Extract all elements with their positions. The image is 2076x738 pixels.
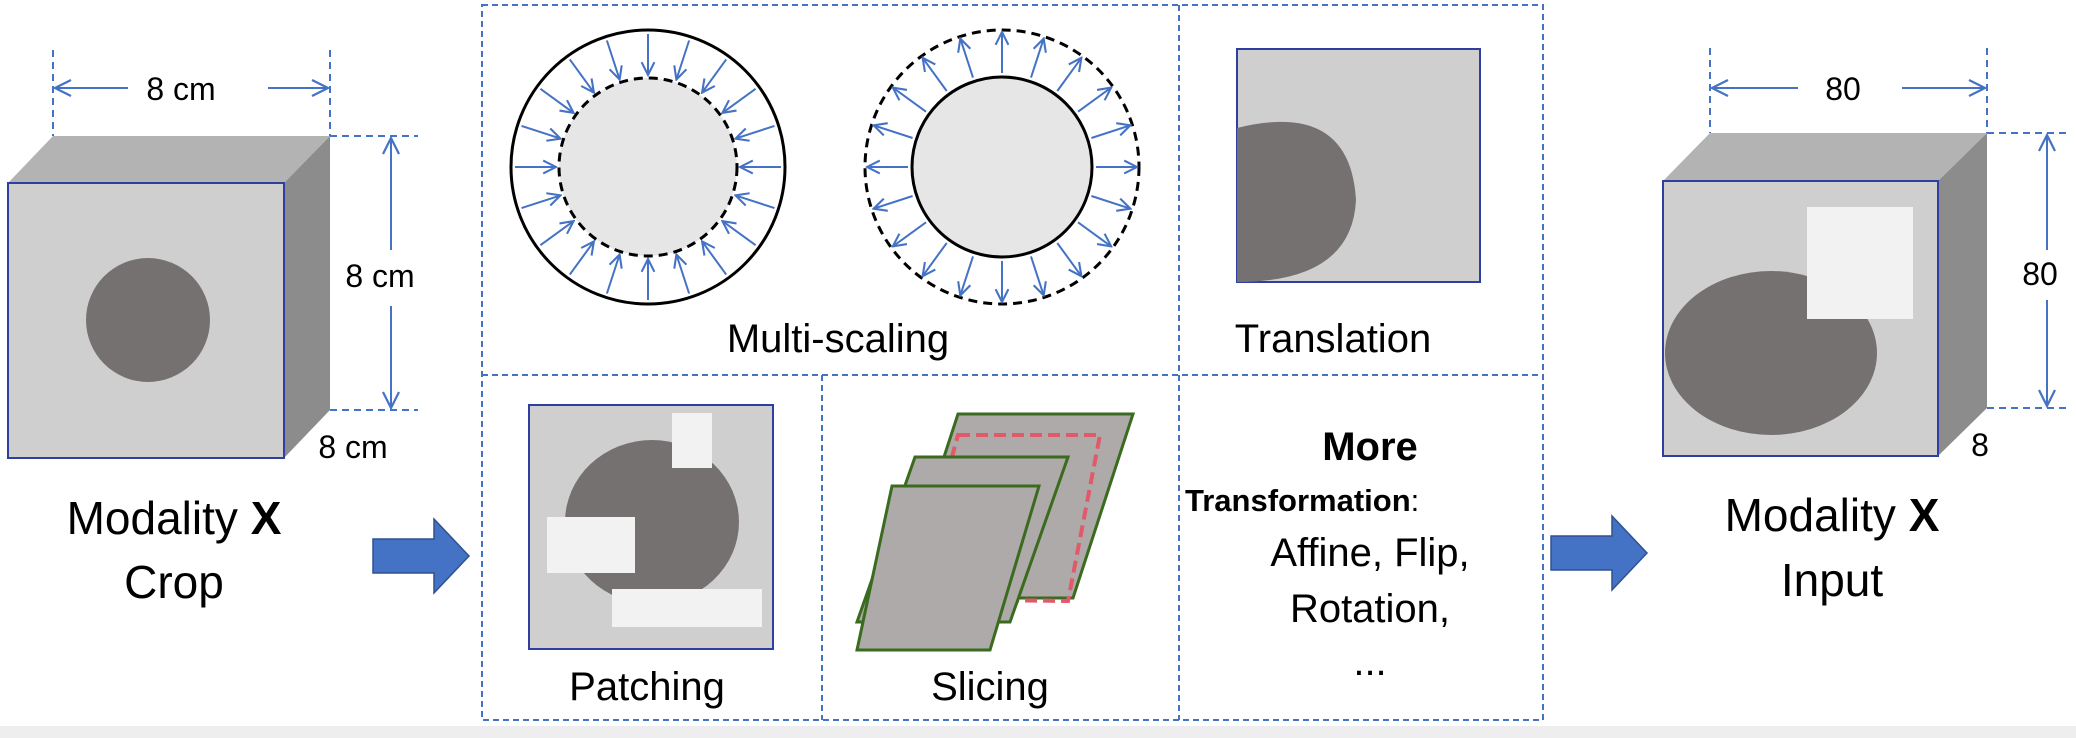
patch-left — [547, 517, 635, 573]
slice-front — [855, 484, 1042, 652]
left-cube-top-face — [8, 136, 330, 183]
shrink-arrow-icon — [736, 124, 775, 139]
more-line2: Rotation, — [1290, 587, 1450, 631]
shrink-arrow-icon — [539, 87, 573, 113]
expand-arrow-icon — [893, 88, 927, 113]
block-arrow-right-icon — [1550, 514, 1649, 592]
multiscaling-label: Multi-scaling — [727, 317, 949, 361]
left-cube-group: 8 cm 8 cm 8 cm Modality X Crop — [7, 50, 418, 608]
shrink-arrow-icon — [722, 221, 757, 247]
left-dim-height-label: 8 cm — [345, 258, 414, 294]
shrink-arrow-icon — [676, 40, 691, 80]
slicing-label: Slicing — [931, 665, 1049, 709]
expand-arrow-icon — [1077, 88, 1111, 113]
shrink-arrow-icon — [702, 241, 728, 276]
translation-illustration — [1236, 48, 1481, 283]
panels-outer-border — [481, 4, 1544, 721]
right-dim-width-label: 80 — [1825, 71, 1861, 107]
patch-top — [672, 413, 712, 468]
left-cube-label-line1: Modality X — [67, 492, 282, 544]
expand-arrow-icon — [923, 242, 948, 276]
shrink-arrow-icon — [676, 255, 691, 294]
expand-arrow-icon — [1056, 58, 1081, 92]
expand-arrow-icon — [1056, 242, 1081, 276]
more-line1: Affine, Flip, — [1270, 531, 1469, 575]
expand-arrow-icon — [1077, 221, 1111, 246]
patching-label: Patching — [569, 665, 725, 709]
left-cube-label-line2: Crop — [124, 556, 224, 608]
shrink-arrow-icon — [702, 58, 728, 92]
right-cube-patch — [1807, 207, 1913, 319]
left-cube-lesion — [86, 258, 210, 382]
expand-arrow-icon — [1091, 195, 1130, 209]
multiscale-expand-circle — [863, 28, 1141, 306]
right-cube-top-face — [1663, 133, 1987, 181]
left-dim-width-label: 8 cm — [146, 71, 215, 107]
expand-arrow-icon — [1030, 256, 1044, 295]
expand-arrow-icon — [874, 195, 913, 209]
slicing-illustration — [854, 412, 1136, 652]
left-dim-depth-label: 8 cm — [318, 429, 387, 465]
patching-illustration — [528, 404, 774, 650]
translation-label: Translation — [1235, 317, 1431, 361]
multiscale-expand-inner — [910, 75, 1094, 259]
multiscale-shrink-arrows — [515, 34, 781, 300]
right-cube-group: 80 80 8 Modality X Input — [1662, 48, 2068, 606]
shrink-arrow-icon — [568, 58, 594, 92]
shrink-arrow-icon — [521, 195, 561, 210]
expand-arrow-icon — [923, 58, 948, 92]
translation-lesion — [1237, 121, 1356, 282]
right-dim-height-label: 80 — [2022, 256, 2058, 292]
multiscale-shrink-inner — [557, 76, 739, 258]
expand-arrow-icon — [1030, 39, 1044, 78]
right-cube-label-line1: Modality X — [1725, 489, 1940, 541]
shrink-arrow-icon — [736, 195, 775, 210]
right-cube-side-face — [1938, 133, 1987, 456]
multiscale-shrink-circle — [509, 28, 787, 306]
expand-arrow-icon — [893, 221, 927, 246]
shrink-arrow-icon — [605, 40, 620, 80]
left-cube-side-face — [284, 136, 330, 458]
transform-panels-frame — [481, 4, 1544, 721]
shrink-arrow-icon — [539, 221, 573, 247]
shrink-arrow-icon — [605, 255, 620, 294]
shrink-arrow-icon — [722, 87, 757, 113]
shrink-arrow-icon — [521, 124, 561, 139]
shrink-arrow-icon — [568, 241, 594, 276]
expand-arrow-icon — [960, 256, 974, 295]
expand-arrow-icon — [1091, 125, 1130, 139]
multiscale-expand-arrows — [867, 32, 1137, 302]
right-cube-label-line2: Input — [1781, 554, 1884, 606]
expand-arrow-icon — [874, 125, 913, 139]
bottom-strip — [0, 726, 2076, 738]
expand-arrow-icon — [960, 39, 974, 78]
more-line3: ... — [1353, 640, 1386, 684]
block-arrow-right-icon — [372, 517, 471, 595]
patch-bottom — [612, 589, 762, 627]
more-subtitle: Transformation: — [1185, 483, 1419, 518]
right-dim-depth-label: 8 — [1971, 427, 1989, 463]
more-title: More — [1322, 425, 1418, 469]
